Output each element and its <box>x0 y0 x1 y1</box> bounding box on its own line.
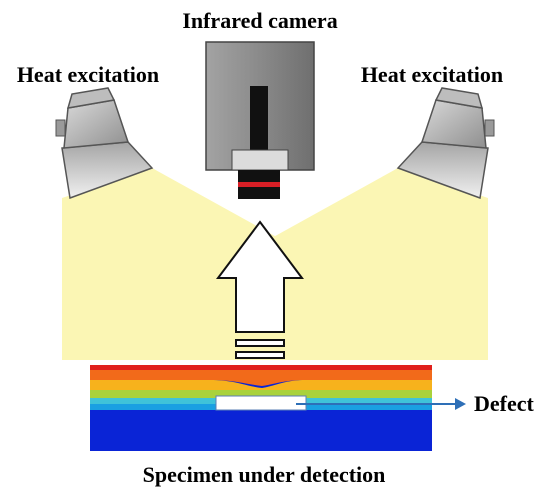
infrared-camera-icon <box>205 41 315 199</box>
defect-cavity <box>215 395 307 411</box>
heat-excitation-label-right: Heat excitation <box>361 62 503 87</box>
defect-label: Defect <box>474 391 535 416</box>
heat-lamp-icon <box>55 87 154 200</box>
defect-arrow <box>296 398 466 410</box>
light-cone-right <box>268 168 488 355</box>
heat-lamp-icon-right <box>396 87 495 200</box>
camera-label: Infrared camera <box>182 8 337 33</box>
specimen-label: Specimen under detection <box>143 462 386 487</box>
light-floor <box>62 340 488 360</box>
light-cone-left <box>62 168 282 355</box>
specimen-block <box>90 365 432 451</box>
up-arrow-icon <box>216 220 304 359</box>
heat-excitation-label-left: Heat excitation <box>17 62 159 87</box>
